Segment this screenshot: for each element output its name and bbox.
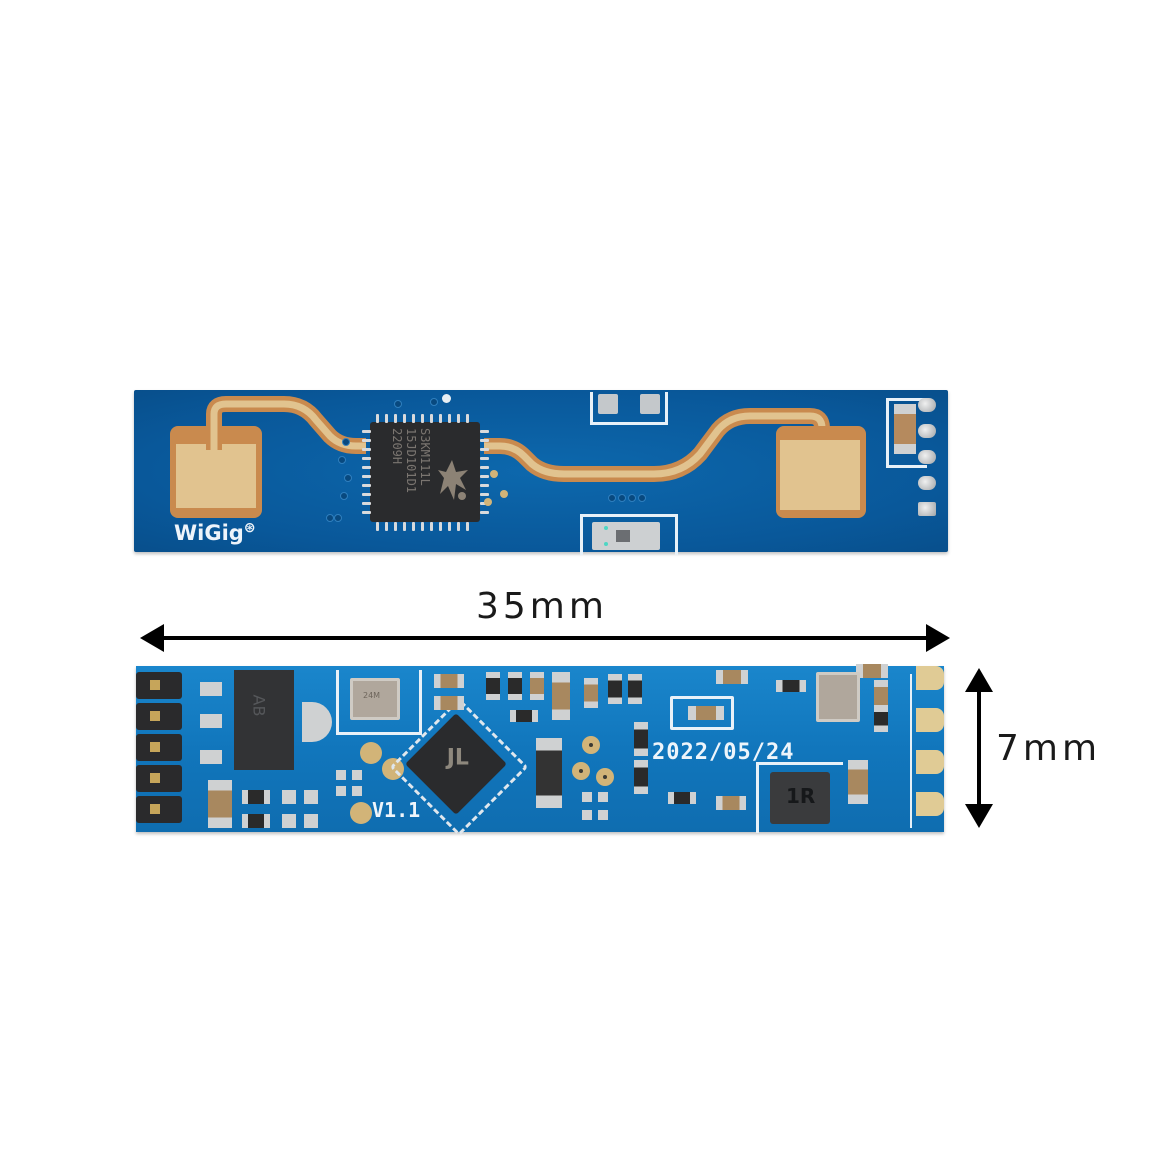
resistor [634, 722, 648, 756]
chip-pins-left [362, 430, 371, 514]
chip-pins-top [376, 414, 469, 423]
bottom-pcb-board: AB 24M V1.1 JL 2022/05/24 [136, 664, 944, 837]
resistor [668, 792, 696, 804]
test-pad [360, 742, 382, 764]
resistor [508, 672, 522, 700]
capacitor [584, 678, 598, 708]
resistor [776, 680, 806, 692]
pin-header [136, 672, 182, 823]
smd-footprint-top [590, 392, 668, 425]
resistor [486, 672, 500, 700]
voltage-regulator: AB [234, 670, 294, 770]
light-sensor [592, 522, 660, 550]
inductor-small [536, 738, 562, 808]
date-label: 2022/05/24 [652, 740, 795, 765]
wigig-logo: WiGig⊛ [174, 520, 256, 545]
capacitor [716, 796, 746, 810]
crystal-oscillator-2 [816, 672, 860, 722]
capacitor [434, 674, 464, 688]
capacitor [552, 672, 570, 720]
capacitor [848, 760, 868, 804]
arrow-down-icon [965, 804, 993, 828]
crystal-footprint [336, 670, 422, 735]
capacitor [894, 404, 916, 454]
silk-line [910, 674, 912, 828]
capacitor [688, 706, 724, 720]
resistor [608, 674, 622, 704]
height-dimension-label: 7mm [996, 728, 1102, 769]
resistor [242, 814, 270, 828]
test-pad [382, 758, 404, 780]
version-label: V1.1 [372, 798, 421, 822]
top-pcb-board: S3KM111L 15JD101D1 2209H WiGig⊛ [134, 390, 948, 555]
capacitor-footprint [886, 398, 927, 468]
capacitor [208, 780, 232, 828]
led-footprint [580, 514, 678, 555]
width-dimension-label: 35mm [476, 586, 608, 627]
header-holes [918, 398, 936, 516]
capacitor [530, 672, 544, 700]
crystal-oscillator: 24M [350, 678, 400, 720]
arrow-left-icon [140, 624, 164, 652]
resistor [242, 790, 270, 804]
capacitor [434, 696, 464, 710]
right-antenna-pad [776, 426, 866, 518]
jl-logo-icon: JL [446, 745, 469, 771]
chip-marking-line3: 2209H [390, 428, 404, 465]
resistor [510, 710, 538, 722]
arrow-right-icon [926, 624, 950, 652]
capacitor [874, 680, 888, 712]
height-dimension-arrow [977, 680, 981, 820]
wigig-mark-icon: ⊛ [243, 520, 256, 536]
radar-chip: S3KM111L 15JD101D1 2209H [370, 422, 480, 522]
arrow-up-icon [965, 668, 993, 692]
chip-pins-bottom [376, 522, 469, 531]
resistor [634, 760, 648, 794]
width-dimension-arrow [150, 636, 934, 640]
power-inductor: 1R [770, 772, 830, 824]
capacitor [716, 670, 748, 684]
edge-connector-pads [916, 666, 944, 816]
capacitor [856, 664, 888, 678]
dancer-logo-icon [438, 460, 468, 500]
silk-outline [670, 696, 734, 730]
silk-outline [756, 762, 843, 833]
resistor [628, 674, 642, 704]
test-pad [350, 802, 372, 824]
